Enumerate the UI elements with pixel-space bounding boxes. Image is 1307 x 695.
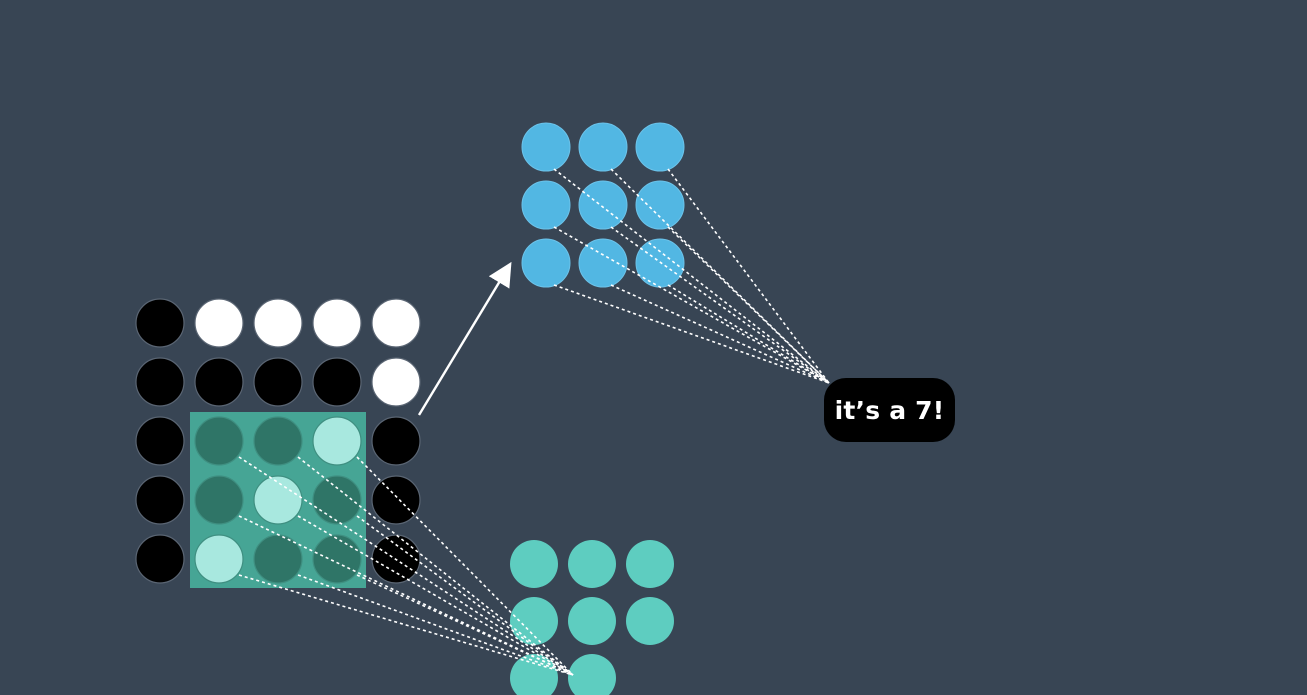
input-pixel-r2-c2 [253,416,303,466]
connector-blue-2 [667,168,830,384]
teal-node-r1-c2 [626,597,674,645]
result-label-bubble: it’s a 7! [824,378,955,442]
feature-map-arrow [417,261,512,416]
input-pixel-r0-c4 [371,298,421,348]
connector-window-r4-c1 [238,574,574,676]
connector-window-r4-c2 [297,574,574,676]
input-pixel-r1-c4 [371,357,421,407]
teal-node-r1-c1 [568,597,616,645]
input-pixel-r3-c4 [371,475,421,525]
teal-node-r0-c2 [626,540,674,588]
input-pixel-r2-c3 [312,416,362,466]
blue-node-r0-c1 [578,122,628,172]
connector-blue-8 [667,284,830,384]
input-pixel-r1-c2 [253,357,303,407]
connector-blue-7 [610,284,830,384]
input-pixel-r4-c3 [312,534,362,584]
blue-node-r1-c2 [635,180,685,230]
input-pixel-r2-c0 [135,416,185,466]
input-pixel-r3-c0 [135,475,185,525]
teal-node-r0-c0 [510,540,558,588]
connector-blue-0 [553,168,830,384]
input-pixel-r2-c4 [371,416,421,466]
connector-blue-3 [553,226,830,384]
input-pixel-r0-c1 [194,298,244,348]
connector-window-r4-c3 [356,574,574,676]
input-pixel-r0-c0 [135,298,185,348]
input-pixel-r0-c2 [253,298,303,348]
blue-node-r2-c0 [521,238,571,288]
input-pixel-r1-c1 [194,357,244,407]
connector-window-r3-c2 [297,515,574,676]
connector-blue-4 [610,226,830,384]
connector-blue-5 [667,226,830,384]
blue-node-r1-c1 [578,180,628,230]
input-pixel-r1-c3 [312,357,362,407]
input-pixel-r0-c3 [312,298,362,348]
result-label-text: it’s a 7! [834,395,945,425]
teal-node-r1-c0 [510,597,558,645]
connector-window-r2-c1 [238,456,574,676]
input-pixel-r4-c0 [135,534,185,584]
teal-node-r2-c1 [568,654,616,695]
connector-blue-6 [553,284,830,384]
connector-blue-1 [610,168,830,384]
connector-window-r3-c3 [356,515,574,676]
blue-node-r2-c1 [578,238,628,288]
input-pixel-r1-c0 [135,357,185,407]
blue-node-r0-c2 [635,122,685,172]
input-pixel-r3-c1 [194,475,244,525]
blue-node-r1-c0 [521,180,571,230]
input-pixel-r3-c2 [253,475,303,525]
input-pixel-r4-c1 [194,534,244,584]
input-pixel-r3-c3 [312,475,362,525]
connector-window-r2-c2 [297,456,574,676]
input-pixel-r2-c1 [194,416,244,466]
teal-node-r2-c0 [510,654,558,695]
teal-node-r0-c1 [568,540,616,588]
blue-node-r0-c0 [521,122,571,172]
